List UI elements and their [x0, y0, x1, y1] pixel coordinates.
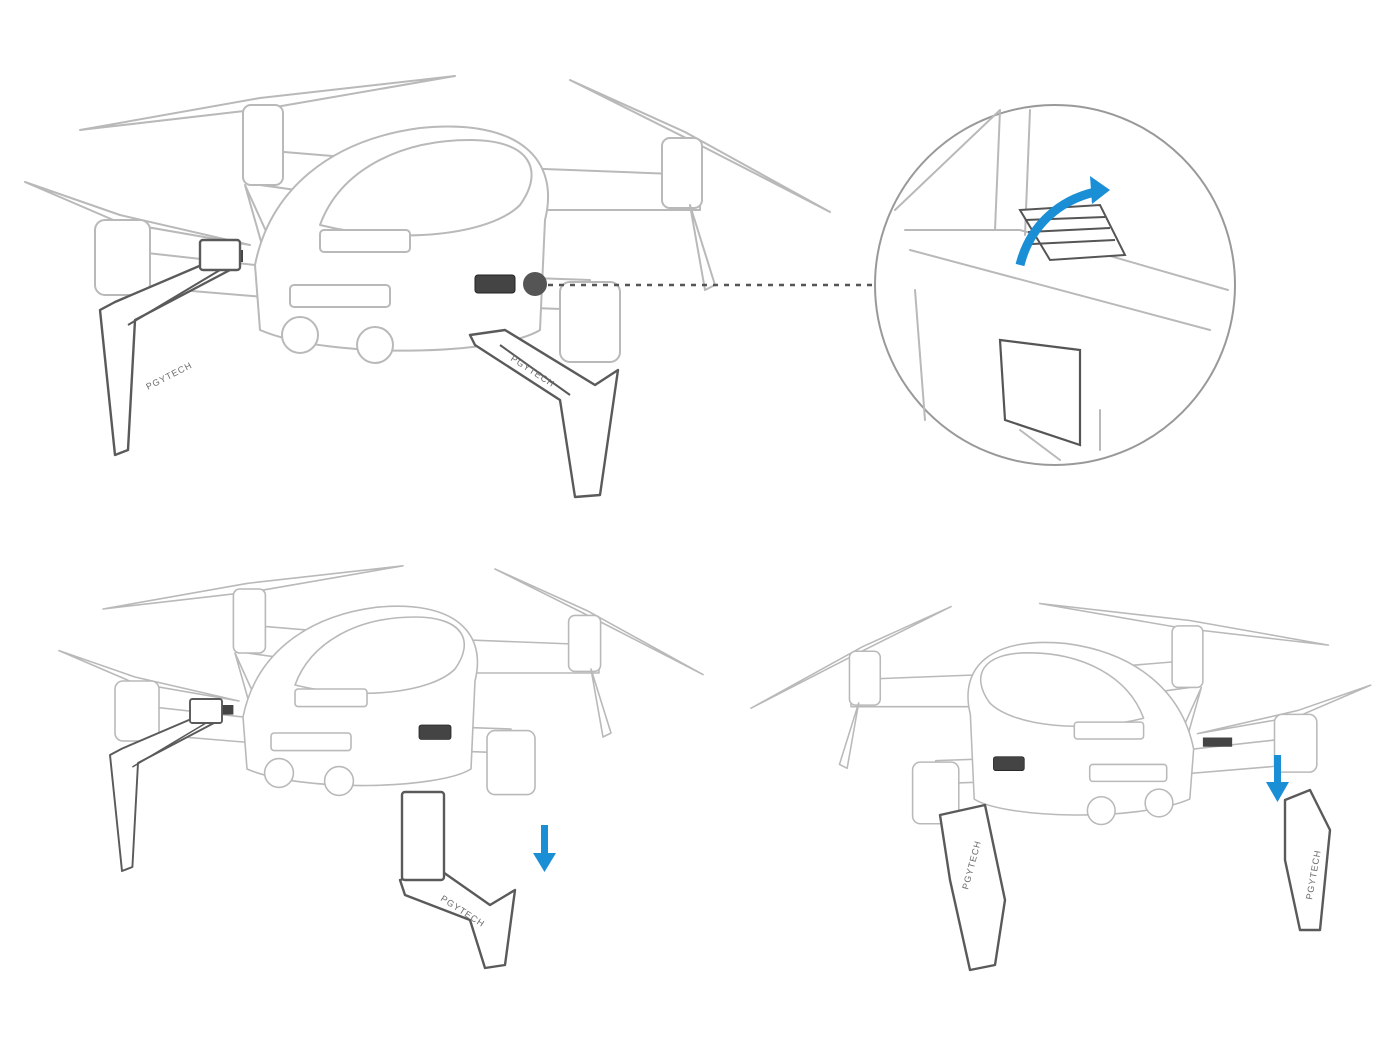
- curved-arrow-icon: [1015, 176, 1110, 267]
- down-arrow-icon: [533, 825, 556, 872]
- panel-3-drone: PGYTECH PGYTECH: [750, 602, 1372, 972]
- callout-dot: [523, 272, 547, 296]
- down-arrow-icon: [1266, 755, 1289, 802]
- landing-gear-front: PGYTECH: [938, 803, 1007, 972]
- landing-gear-detached: PGYTECH: [1283, 788, 1332, 932]
- panel-1-drone: PGYTECH PGYTECH: [24, 75, 831, 499]
- landing-gear-detached: PGYTECH: [398, 790, 517, 970]
- panel-2-drone: PGYTECH: [58, 564, 704, 970]
- magnified-callout: [874, 104, 1236, 466]
- svg-text:PGYTECH: PGYTECH: [144, 360, 194, 392]
